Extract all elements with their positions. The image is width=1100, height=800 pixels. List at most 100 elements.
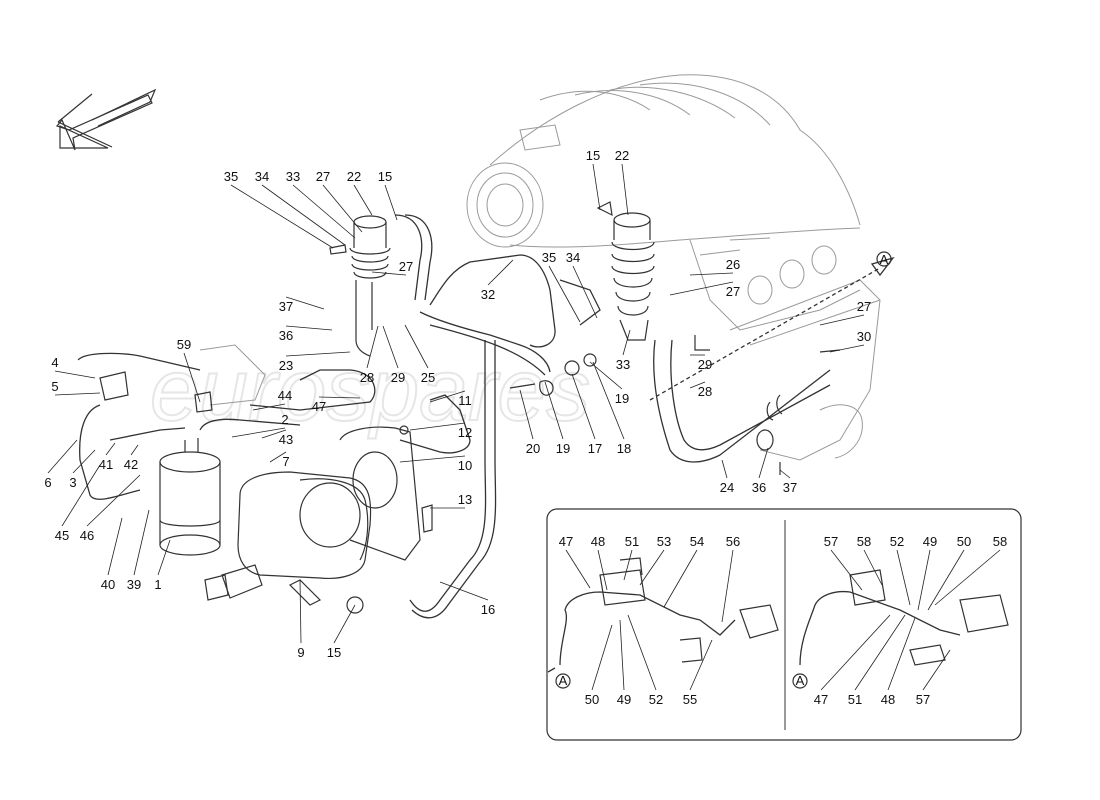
- callout-label: 6: [44, 475, 51, 490]
- callout-label: 17: [588, 441, 602, 456]
- callout-leader: [322, 184, 363, 233]
- callout-leader: [382, 325, 399, 369]
- callout-label: 27: [316, 169, 330, 184]
- callout-label: 27: [399, 259, 413, 274]
- callout-leader: [429, 390, 466, 403]
- secondary-air-pump: [204, 471, 372, 606]
- callout-label: 15: [327, 645, 341, 660]
- callout-label: 44: [278, 388, 292, 403]
- callout-leader: [621, 163, 629, 216]
- callout-leader: [779, 469, 791, 479]
- callout-leader: [285, 351, 351, 357]
- callout-label: 27: [726, 284, 740, 299]
- callout-label: 56: [726, 534, 740, 549]
- callout-label: 37: [279, 299, 293, 314]
- callout-label: 46: [80, 528, 94, 543]
- callout-label: 33: [286, 169, 300, 184]
- callout-leader: [917, 549, 931, 611]
- callout-label: 7: [282, 454, 289, 469]
- callout-label: 50: [585, 692, 599, 707]
- callout-leader: [285, 325, 333, 331]
- callout-leader: [299, 579, 302, 644]
- callout-leader: [105, 442, 116, 456]
- callout-leader: [922, 649, 951, 691]
- callout-leader: [689, 381, 706, 389]
- callout-label: 47: [312, 399, 326, 414]
- hose-assembly: [249, 254, 601, 619]
- callout-leader: [285, 296, 325, 310]
- callout-leader: [333, 604, 356, 644]
- callout-leader: [371, 271, 407, 276]
- callout-label: 28: [698, 384, 712, 399]
- canister: [159, 438, 221, 556]
- callout-label: 47: [559, 534, 573, 549]
- callout-label: 23: [279, 358, 293, 373]
- callout-label: 18: [617, 441, 631, 456]
- callout-leader: [261, 429, 287, 439]
- callout-leader: [597, 549, 608, 591]
- callout-label: 36: [752, 480, 766, 495]
- callout-leader: [622, 329, 631, 356]
- callout-leader: [592, 361, 625, 440]
- callout-label: 34: [566, 250, 580, 265]
- callout-label: 49: [617, 692, 631, 707]
- callout-leader: [565, 549, 591, 589]
- callout-leader: [572, 265, 598, 319]
- marker-a-inset-left: A: [559, 673, 568, 688]
- callout-leader: [133, 509, 150, 576]
- callout-leader: [130, 444, 139, 456]
- callout-label: 13: [458, 492, 472, 507]
- callout-leader: [689, 272, 734, 276]
- callout-leader: [384, 184, 398, 221]
- callout-leader: [61, 464, 101, 527]
- callout-leader: [544, 381, 564, 440]
- callout-label: 11: [458, 393, 472, 408]
- solenoid-valve: [77, 344, 301, 500]
- callout-leader: [619, 619, 625, 691]
- callout-label: 30: [857, 329, 871, 344]
- inset-right-drawing: A: [792, 569, 1009, 689]
- callout-leader: [934, 549, 1001, 606]
- callout-leader: [819, 314, 865, 326]
- check-valve-right: [596, 201, 655, 341]
- callout-leader: [623, 549, 633, 581]
- callout-leader: [571, 373, 596, 440]
- callout-leader: [439, 581, 489, 601]
- callout-label: 58: [993, 534, 1007, 549]
- callout-leader: [47, 439, 78, 474]
- callout-label: 5: [51, 379, 58, 394]
- callout-leader: [86, 474, 141, 527]
- callout-leader: [318, 396, 361, 399]
- callout-leader: [261, 184, 346, 246]
- callout-label: 1: [154, 577, 161, 592]
- callout-label: 16: [481, 602, 495, 617]
- callout-leader: [404, 324, 429, 369]
- callout-label: 9: [297, 645, 304, 660]
- callout-leader: [519, 389, 534, 440]
- callout-label: 47: [814, 692, 828, 707]
- callout-label: 28: [360, 370, 374, 385]
- marker-a-main: A: [880, 252, 889, 267]
- callout-leader: [589, 361, 623, 390]
- callout-label: 12: [458, 425, 472, 440]
- callout-label: 20: [526, 441, 540, 456]
- callout-leader: [399, 455, 466, 463]
- callout-leader: [896, 549, 911, 606]
- callout-label: 19: [556, 441, 570, 456]
- orientation-arrow-icon: [55, 88, 157, 151]
- callout-leader: [669, 281, 734, 296]
- callout-leader: [487, 259, 514, 286]
- callout-leader: [721, 459, 728, 479]
- callout-label: 48: [591, 534, 605, 549]
- pump-bracket: [339, 426, 421, 561]
- callout-label: 15: [586, 148, 600, 163]
- callout-label: 26: [726, 257, 740, 272]
- callout-label: 59: [177, 337, 191, 352]
- callout-label: 15: [378, 169, 392, 184]
- callout-label: 34: [255, 169, 269, 184]
- callout-label: 52: [890, 534, 904, 549]
- callout-label: 54: [690, 534, 704, 549]
